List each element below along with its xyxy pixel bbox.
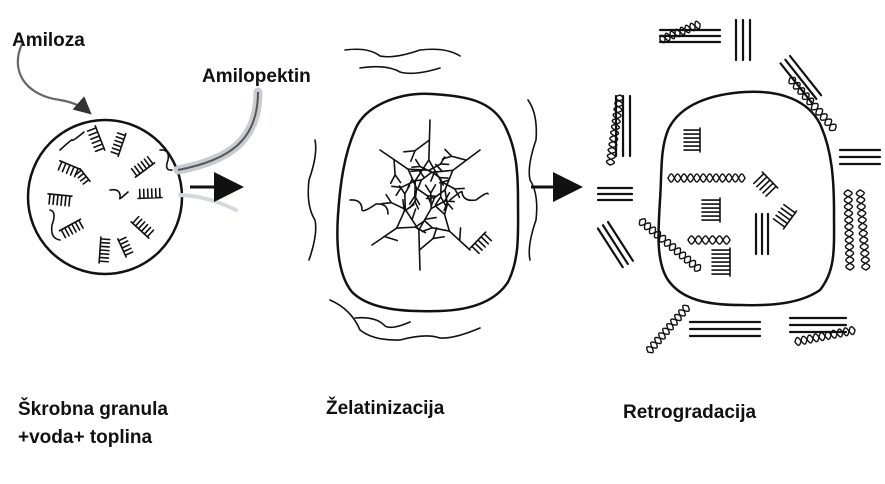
starch-granule [28, 120, 182, 274]
double-helix [856, 190, 869, 270]
amylose-chain [308, 140, 316, 260]
crystalline-bundle [598, 222, 633, 267]
crystalline-bundle [690, 322, 760, 336]
double-helix [660, 21, 700, 42]
caption-line: +voda+ toplina [18, 424, 168, 452]
double-helix [647, 305, 690, 352]
amylopectin-label: Amilopektin [202, 66, 311, 88]
crystalline-bundle [736, 20, 750, 60]
caption-gelatinization: Želatinizacija [326, 398, 444, 420]
crystalline-bundle [840, 150, 880, 164]
amylose-chain [528, 100, 537, 260]
amylose-chain [360, 67, 440, 74]
caption-starch-granule: Škrobna granula +voda+ toplina [18, 396, 168, 452]
amylose-label: Amiloza [12, 30, 85, 52]
double-helix [844, 190, 854, 270]
caption-retrogradation: Retrogradacija [623, 402, 756, 424]
amylose-chain [345, 49, 460, 57]
amylopectin-pointer [178, 92, 258, 210]
caption-line: Škrobna granula [18, 396, 168, 424]
gelatinized-granule [308, 49, 537, 340]
amylose-chain [355, 318, 410, 328]
retrograded-granule [598, 20, 880, 353]
double-helix [795, 327, 855, 346]
amylose-pointer [18, 44, 90, 113]
crystalline-bundle [598, 188, 632, 200]
